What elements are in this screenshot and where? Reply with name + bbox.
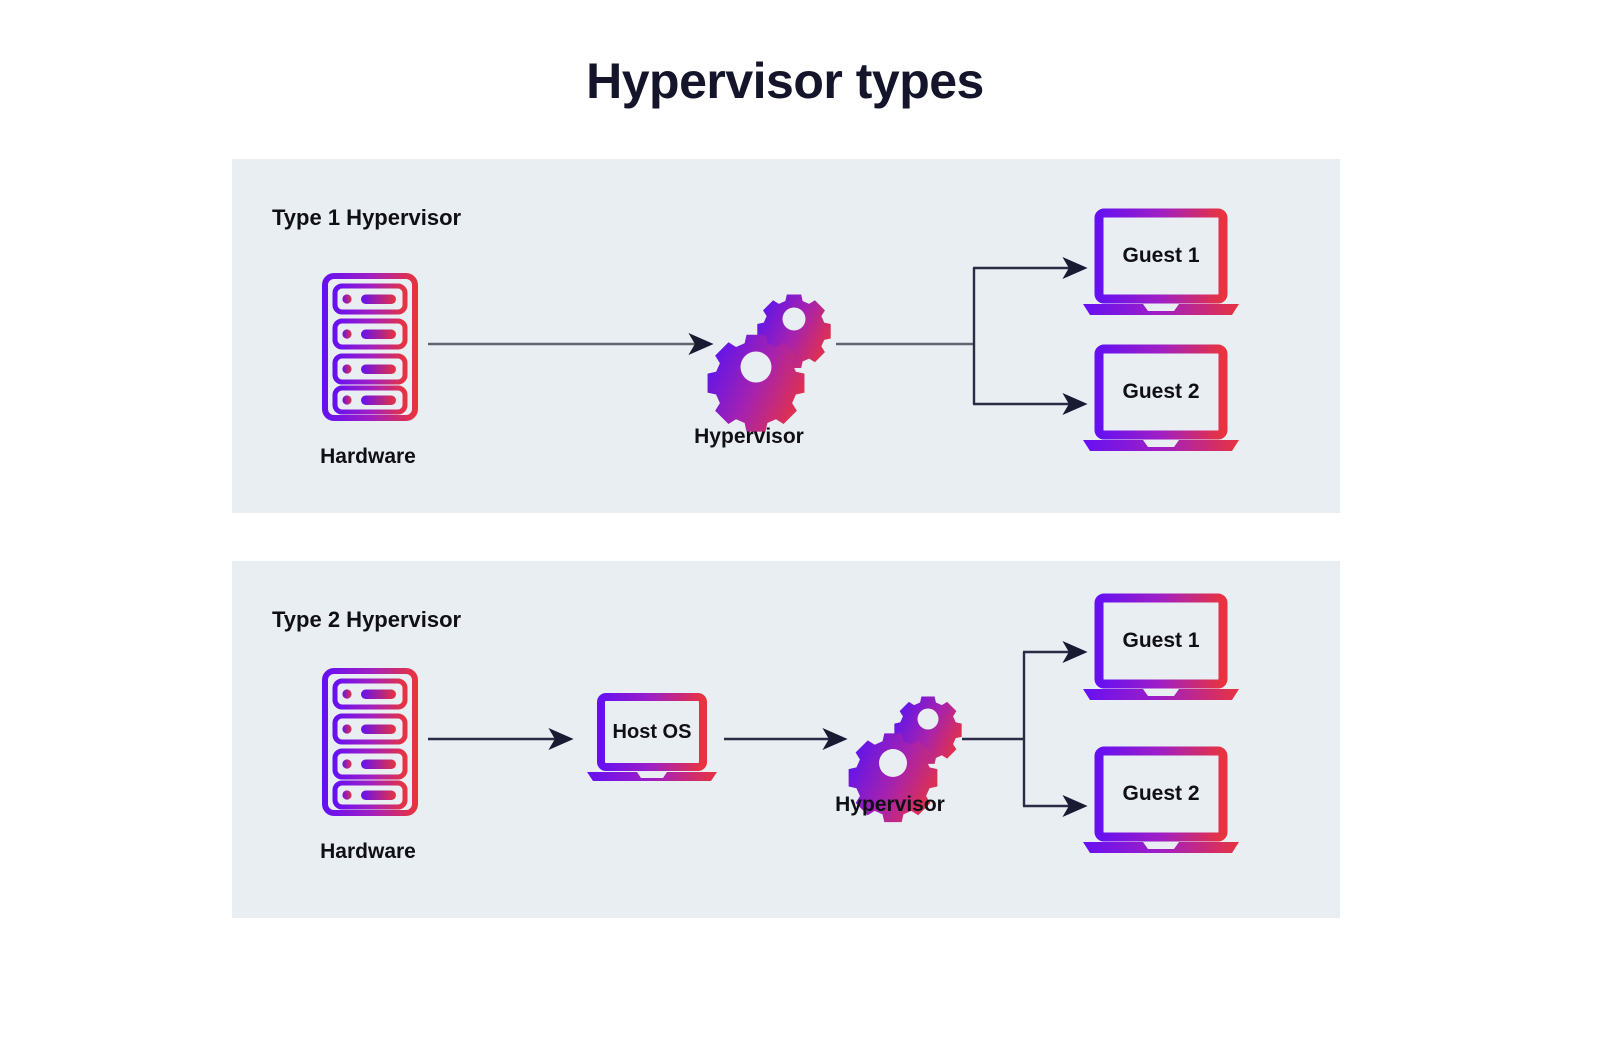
node-guest-1-type-1[interactable]: Guest 1 [1077,208,1245,317]
panel-type-1-hypervisor: Type 1 Hypervisor [232,159,1340,513]
laptop-icon [1083,746,1239,853]
panel-type-2-hypervisor: Type 2 Hypervisor [232,561,1340,918]
page-title: Hypervisor types [586,53,984,109]
panel-heading-type-2: Type 2 Hypervisor [272,607,462,632]
laptop-icon [1083,208,1239,315]
node-guest-1-type-2[interactable]: Guest 1 [1077,593,1245,702]
node-hypervisor-type-2[interactable] [848,683,966,823]
guest-1-label-type-1: Guest 1 [1122,244,1200,267]
node-host-os[interactable]: Host OS [582,693,722,785]
host-os-label: Host OS [612,720,692,743]
laptop-icon [587,693,717,781]
server-icon [322,273,418,421]
laptop-icon [1083,593,1239,700]
node-guest-2-type-1[interactable]: Guest 2 [1077,344,1245,453]
laptop-icon [1083,344,1239,451]
server-icon [322,668,418,816]
node-hypervisor-type-1[interactable] [707,281,834,432]
caption-hardware-type-2: Hardware [320,840,416,863]
guest-1-label-type-2: Guest 1 [1122,629,1200,652]
guest-2-label-type-2: Guest 2 [1122,782,1200,805]
node-guest-2-type-2[interactable]: Guest 2 [1077,746,1245,855]
panel-heading-type-1: Type 1 Hypervisor [272,205,462,230]
caption-hypervisor-type-1: Hypervisor [694,425,804,448]
node-hardware-type-2[interactable] [322,668,418,816]
caption-hypervisor-type-2: Hypervisor [835,793,945,816]
gears-icon [707,294,831,432]
gears-icon [848,696,962,823]
caption-hardware-type-1: Hardware [320,445,416,468]
node-hardware-type-1[interactable] [322,273,418,421]
guest-2-label-type-1: Guest 2 [1122,380,1200,403]
